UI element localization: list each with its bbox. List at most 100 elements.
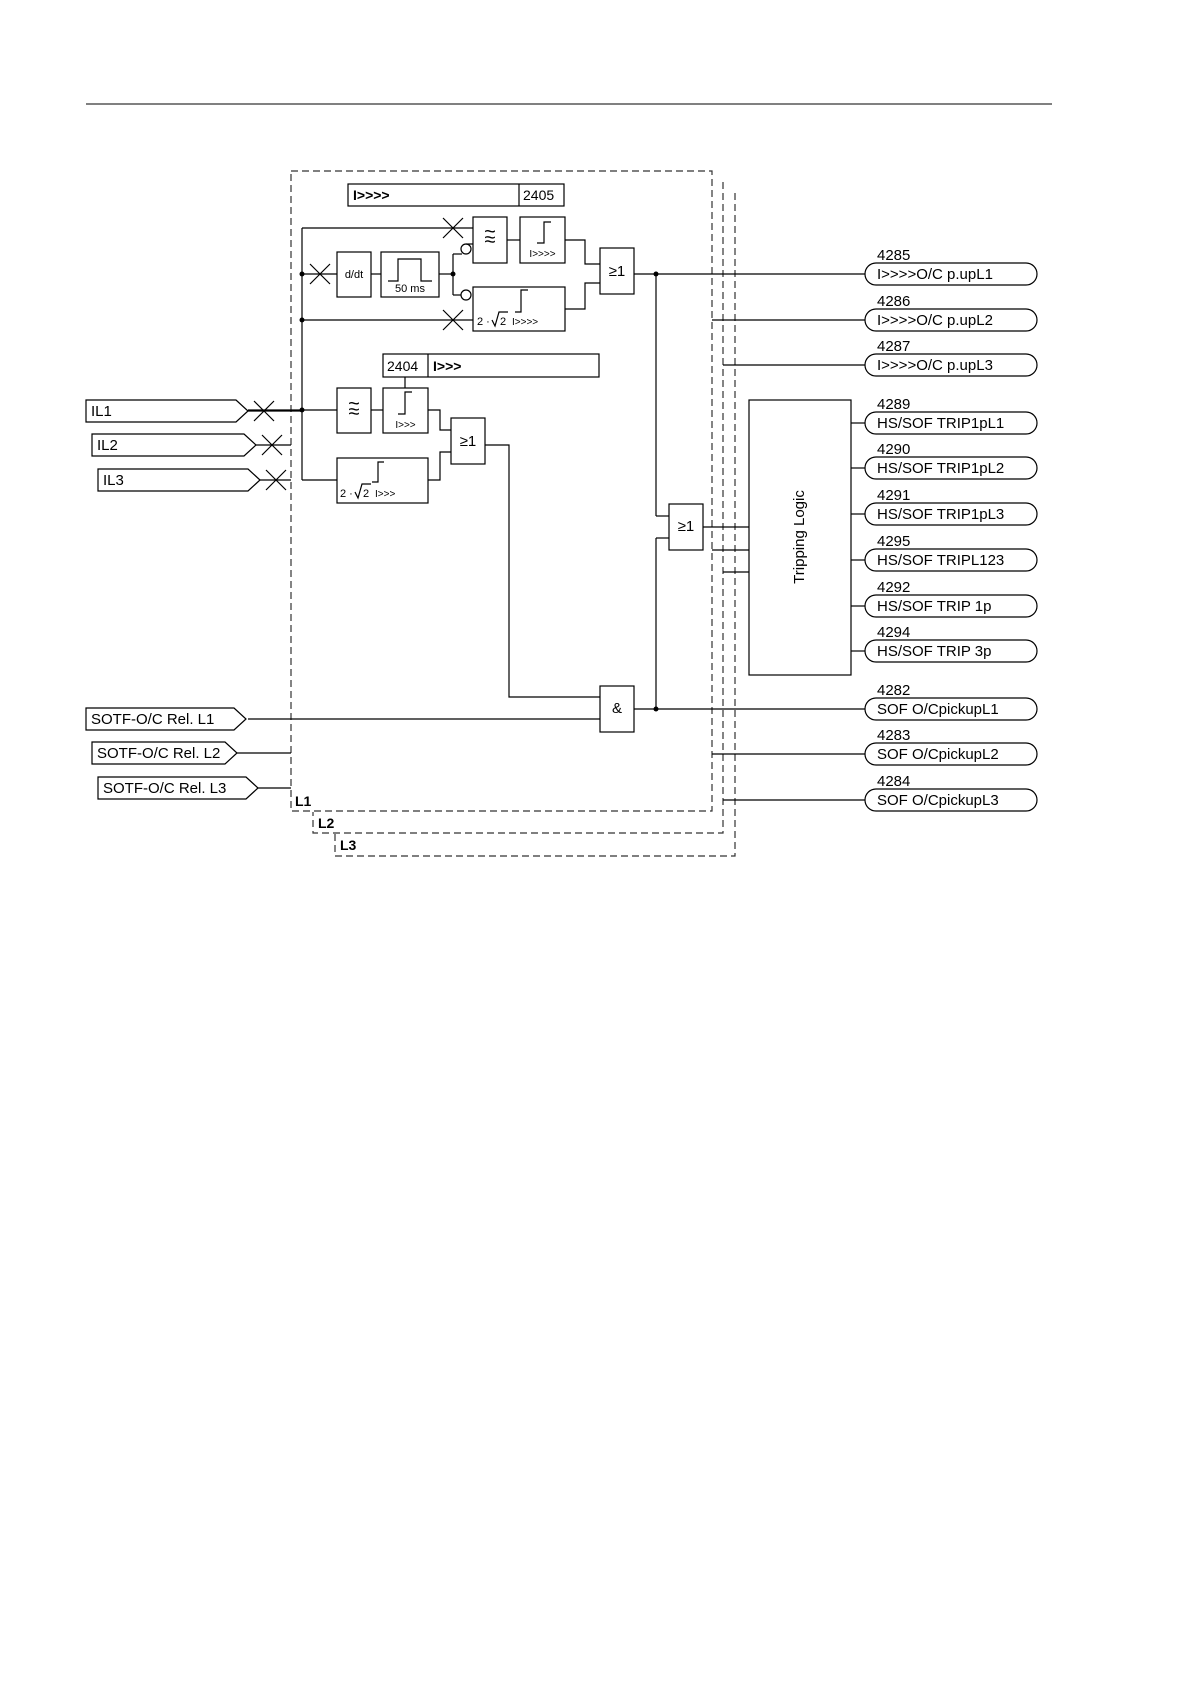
output-number: 4285 [877,247,910,264]
ddt-label: d/dt [345,269,363,281]
output-number: 4283 [877,727,910,744]
threshold-label-3: I>>> [395,420,415,431]
output-number: 4291 [877,487,910,504]
setting-name-2404: I>>> [433,358,461,374]
setting-id-2404: 2404 [387,358,418,374]
input-flag-il3[interactable]: IL3 [97,468,291,492]
output-number: 4282 [877,682,910,699]
input-cross-icon [261,434,283,456]
sqrt-icon-4 [491,311,508,328]
output-label: HS/SOF TRIP1pL3 [877,506,1004,523]
input-cross-icon [265,469,287,491]
setting-id-2405: 2405 [523,187,554,203]
input-label: IL3 [103,472,124,489]
output-number: 4286 [877,293,910,310]
output-label: I>>>>O/C p.upL2 [877,312,993,329]
sotf-input-flag-l1[interactable]: SOTF-O/C Rel. L1 [85,707,247,731]
pulse-label: 50 ms [395,283,425,295]
setting-name-2405: I>>>> [353,187,390,203]
output-number: 4287 [877,338,910,355]
phase-frame-l2 [312,182,724,834]
output-label: HS/SOF TRIP1pL2 [877,460,1004,477]
sqrt-icon-3 [354,483,371,500]
input-label: IL2 [97,437,118,454]
setting-box-2405[interactable] [347,183,565,207]
sotf-input-flag-l2[interactable]: SOTF-O/C Rel. L2 [91,741,238,765]
peak-threshold-block-3 [336,457,429,504]
setting-box-2404[interactable] [382,353,600,378]
threshold-step-icon-4 [537,221,551,244]
peak-prefix-3: 2 · [340,488,353,500]
filter-icon-4b: ~ [484,221,496,243]
output-number: 4290 [877,441,910,458]
filter-icon-4: ≈ [485,229,496,251]
peak-threshold-label-4: I>>>> [512,317,538,328]
phase-frame-l1 [290,170,713,812]
threshold-step-icon-3 [398,391,412,415]
peak-root-3: 2 [363,488,369,500]
threshold-label-4: I>>>> [529,249,555,260]
peak-threshold-label-3: I>>> [375,489,395,500]
sotf-input-label: SOTF-O/C Rel. L3 [103,780,226,797]
filter-icon-3: ≈ [349,401,360,423]
input-flag-il2[interactable]: IL2 [91,433,291,457]
or-gate-trip-label: ≥1 [678,518,695,535]
tripping-logic-block [748,399,852,676]
output-label: HS/SOF TRIPL123 [877,552,1004,569]
phase-frame-l3 [334,193,736,857]
output-number: 4292 [877,579,910,596]
and-gate-label: & [612,700,622,717]
and-gate [599,685,635,733]
output-label: HS/SOF TRIP 1p [877,598,992,615]
input-label: IL1 [91,403,112,420]
output-label: SOF O/CpickupL3 [877,792,999,809]
ddt-block [336,251,372,298]
filter-block-3 [336,387,372,434]
output-number: 4284 [877,773,910,790]
sotf-input-label: SOTF-O/C Rel. L1 [91,711,214,728]
phase-label-l1: L1 [295,793,312,809]
or-gate-trip [668,503,704,551]
output-number: 4289 [877,396,910,413]
peak-root-4: 2 [500,316,506,328]
peak-threshold-block-4 [472,286,566,332]
or-gate-3 [450,417,486,465]
peak-step-icon-4 [515,289,528,313]
inhibit-input-bottom [460,289,472,301]
inhibit-input-top [460,243,472,255]
output-label: SOF O/CpickupL2 [877,746,999,763]
output-label: HS/SOF TRIP 3p [877,643,992,660]
peak-step-icon-3 [372,461,384,483]
peak-prefix-4: 2 · [477,316,490,328]
sotf-input-flag-l3[interactable]: SOTF-O/C Rel. L3 [97,776,259,800]
or-gate-3-label: ≥1 [460,433,477,450]
or-gate-4-label: ≥1 [609,263,626,280]
pulse-icon [388,258,432,282]
sotf-input-label: SOTF-O/C Rel. L2 [97,745,220,762]
or-gate-4 [599,247,635,295]
phase-label-l3: L3 [340,837,357,853]
output-number: 4295 [877,533,910,550]
output-label: I>>>>O/C p.upL3 [877,357,993,374]
output-number: 4294 [877,624,910,641]
input-flag-il1[interactable]: IL1 [85,399,302,423]
filter-icon-3b: ~ [348,393,360,415]
tripping-logic-label: Tripping Logic [791,490,808,584]
output-label: I>>>>O/C p.upL1 [877,266,993,283]
output-label: HS/SOF TRIP1pL1 [877,415,1004,432]
output-label: SOF O/CpickupL1 [877,701,999,718]
phase-label-l2: L2 [318,815,335,831]
